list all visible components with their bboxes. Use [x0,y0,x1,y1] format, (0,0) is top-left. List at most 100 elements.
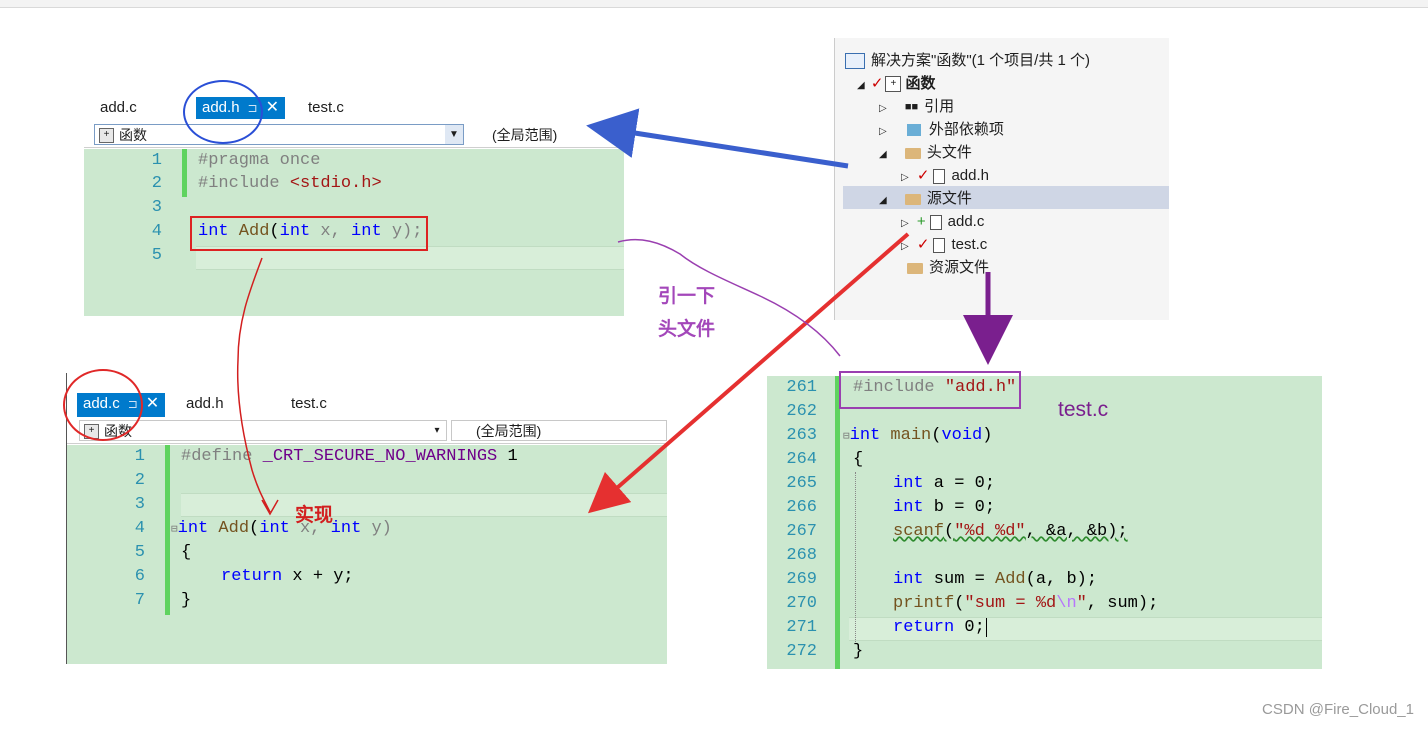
highlight-box-include [839,371,1021,409]
test-c-label: test.c [1058,398,1109,421]
code-line: int Add(int x, int y); [198,222,423,241]
tree-item-resource-files[interactable]: 资源文件 [907,256,989,279]
solution-explorer: 解决方案"函数"(1 个项目/共 1 个) ◢ ✓+函数 ▷ ■■引用 ▷ 外部… [834,38,1169,320]
project-icon: + [99,128,114,143]
chevron-down-icon[interactable]: ▼ [445,125,463,144]
checkmark-icon: ✓ [916,167,930,184]
line-number: 3 [134,495,145,514]
code-line: } [181,591,192,610]
code-line: return x + y; [221,567,354,586]
editor-panel-add-h: add.c add.h⊐✕ test.c + 函数 ▼ (全局范围) 1 2 3… [84,68,624,316]
project-dropdown[interactable]: + 函数 ▼ [94,124,464,145]
project-icon: + [885,76,902,93]
source-file-icon [929,214,942,230]
line-number: 2 [151,174,162,193]
header-file-icon [933,168,946,184]
change-marker [835,376,840,669]
tree-item-references[interactable]: ▷ ■■引用 [879,95,954,118]
expand-icon[interactable]: ◢ [879,149,887,160]
scope-dropdown[interactable]: (全局范围) [451,420,667,441]
code-line: #pragma once [198,151,321,170]
selected-row-highlight [843,186,1169,209]
collapse-icon[interactable]: ▷ [879,126,887,137]
tree-item-source-files[interactable]: ◢ 源文件 [879,190,972,207]
expand-icon[interactable]: ◢ [857,80,865,91]
folder-icon [904,193,921,205]
line-number: 270 [786,594,817,613]
expand-icon[interactable]: ◢ [879,195,887,206]
line-number: 261 [786,378,817,397]
line-number: 262 [786,402,817,421]
tree-item-external-deps[interactable]: ▷ 外部依赖项 [879,121,1004,138]
close-icon[interactable]: ✕ [265,99,280,116]
project-node[interactable]: ◢ ✓+函数 [857,75,936,93]
top-toolbar-strip [0,0,1428,8]
code-line: ⊟int Add(int x, int y) [171,519,392,538]
code-editor[interactable]: 1 2 3 4 5 #pragma once #include <stdio.h… [84,149,624,316]
folder-icon [904,147,921,159]
line-number: 6 [134,567,145,586]
impl-note: 实现 [295,505,334,526]
tree-item-add-h[interactable]: ▷ ✓add.h [901,167,989,184]
solution-root[interactable]: 解决方案"函数"(1 个项目/共 1 个) [845,49,1090,72]
code-line: #define _CRT_SECURE_NO_WARNINGS 1 [181,447,518,466]
change-marker [165,445,170,615]
line-number: 5 [134,543,145,562]
line-number: 272 [786,642,817,661]
line-number: 3 [151,198,162,217]
collapse-icon[interactable]: ▷ [879,103,887,114]
plus-icon: + [916,213,926,230]
reference-note-line1: 引一下 [658,286,716,307]
hand-drawn-impl-curve [236,257,279,516]
code-line: } [853,642,864,661]
tree-item-add-c[interactable]: ▷ +add.c [901,213,985,230]
line-number: 4 [151,222,162,241]
chevron-down-icon[interactable]: ▾ [428,421,446,440]
line-number: 1 [151,151,162,170]
references-icon: ■■ [904,100,919,113]
line-number: 1 [134,447,145,466]
current-line-highlight [849,617,1322,641]
code-editor[interactable]: 1 2 3 4 5 6 7 #define _CRT_SECURE_NO_WAR… [67,445,667,664]
code-line: { [853,450,864,469]
code-line: scanf("%d %d", &a, &b); [893,522,1128,541]
hand-drawn-reference-curve [617,238,841,357]
tab-add-h[interactable]: add.h [186,395,224,412]
tab-test-c[interactable]: test.c [291,395,327,412]
code-line: int b = 0; [893,498,996,517]
arrow-solution-to-impl [587,232,910,514]
line-number: 265 [786,474,817,493]
tree-item-header-files[interactable]: ◢ 头文件 [879,144,972,161]
line-number: 269 [786,570,817,589]
indent-guide [855,472,856,642]
line-number: 5 [151,246,162,265]
code-line: { [181,543,192,562]
collapse-icon[interactable]: ▷ [901,172,909,183]
source-file-icon [933,237,946,253]
highlight-box-declaration [190,216,428,251]
code-line: ⊟int main(void) [843,426,993,445]
tab-add-c[interactable]: add.c [100,99,137,116]
watermark: CSDN @Fire_Cloud_1 [1262,701,1414,718]
line-number: 264 [786,450,817,469]
line-number: 266 [786,498,817,517]
code-line: printf("sum = %d\n", sum); [893,594,1159,613]
editor-panel-test-c: 261 262 263 264 265 266 267 268 269 270 … [767,376,1322,669]
scope-dropdown[interactable]: (全局范围) [492,127,558,143]
code-editor[interactable]: 261 262 263 264 265 266 267 268 269 270 … [767,376,1322,669]
editor-panel-add-c: add.c⊐✕ add.h test.c + 函数 ▾ (全局范围) 1 2 3… [66,373,667,664]
tree-item-test-c[interactable]: ▷ ✓test.c [901,236,988,253]
close-icon[interactable]: ✕ [145,395,160,412]
collapse-icon[interactable]: ▷ [901,218,909,229]
folder-icon [907,262,923,274]
checkmark-icon: ✓ [870,75,884,92]
reference-note-line2: 头文件 [658,319,716,340]
arrow-solution-to-header [586,108,849,169]
tab-test-c[interactable]: test.c [308,99,344,116]
line-number: 4 [134,519,145,538]
navigation-bar: + 函数 ▼ (全局范围) [84,123,624,148]
collapse-icon[interactable]: ▷ [901,241,909,252]
project-dropdown-label: 函数 [119,127,147,143]
solution-icon [845,53,865,70]
